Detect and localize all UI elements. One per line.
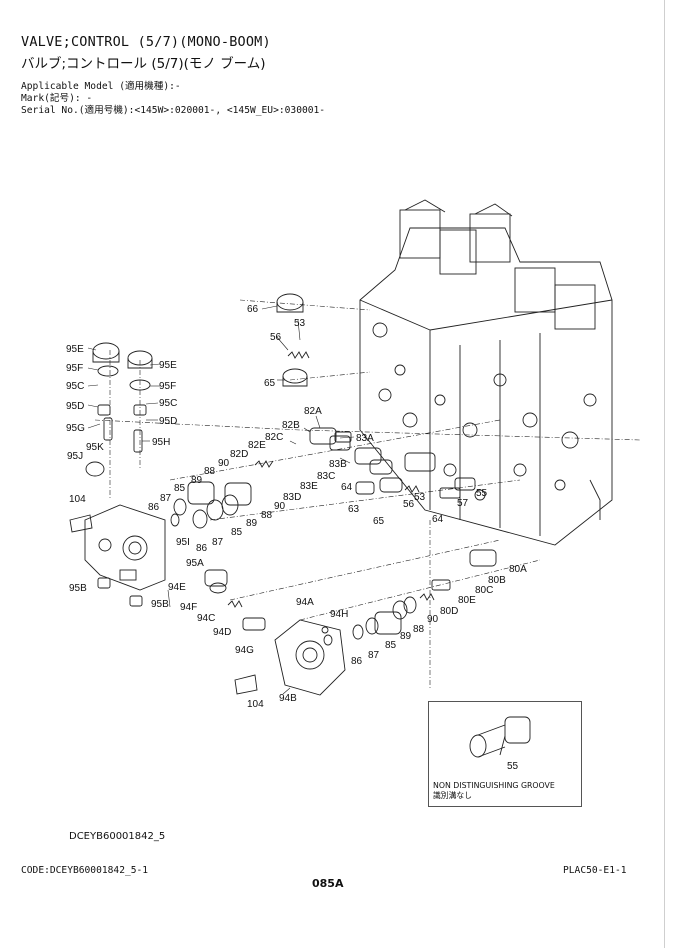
callout-95K: 95K bbox=[86, 442, 104, 453]
callout-80E: 80E bbox=[458, 595, 476, 606]
callout-104: 104 bbox=[69, 494, 86, 505]
applicable-model: Applicable Model (適用機種):- bbox=[21, 81, 181, 92]
callout-56: 56 bbox=[403, 499, 415, 510]
inset-caption-ja: 識別溝なし bbox=[433, 791, 472, 800]
page-title-japanese: バルブ;コントロール (5/7)(モノ ブーム) bbox=[21, 56, 266, 72]
inset-caption-en: NON DISTINGUISHING GROOVE bbox=[433, 781, 555, 790]
callout-83D: 83D bbox=[283, 492, 301, 503]
callout-82A: 82A bbox=[304, 406, 322, 417]
page-title: VALVE;CONTROL (5/7)(MONO-BOOM) bbox=[21, 34, 271, 50]
callout-95A: 95A bbox=[186, 558, 204, 569]
callout-87: 87 bbox=[212, 537, 224, 548]
inset-detail-box: NON DISTINGUISHING GROOVE 識別溝なし bbox=[428, 701, 582, 807]
callout-85: 85 bbox=[174, 483, 186, 494]
callout-104: 104 bbox=[247, 699, 264, 710]
callout-94H: 94H bbox=[330, 609, 348, 620]
callout-94D: 94D bbox=[213, 627, 231, 638]
cover-94A bbox=[234, 619, 346, 696]
callout-95E: 95E bbox=[66, 344, 84, 355]
callout-80D: 80D bbox=[440, 606, 458, 617]
callout-80B: 80B bbox=[488, 575, 506, 586]
callout-86: 86 bbox=[196, 543, 208, 554]
callout-94F: 94F bbox=[180, 602, 197, 613]
callout-82D: 82D bbox=[230, 449, 248, 460]
callout-94C: 94C bbox=[197, 613, 215, 624]
callout-83A: 83A bbox=[356, 433, 374, 444]
callout-80A: 80A bbox=[509, 564, 527, 575]
callout-89: 89 bbox=[400, 631, 412, 642]
inset-callout-55: 55 bbox=[507, 761, 519, 772]
callout-88: 88 bbox=[261, 510, 273, 521]
callout-87: 87 bbox=[160, 493, 172, 504]
callout-95J: 95J bbox=[67, 451, 83, 462]
callout-87: 87 bbox=[368, 650, 380, 661]
callout-55: 55 bbox=[476, 488, 488, 499]
callout-82E: 82E bbox=[248, 440, 266, 451]
callout-95D: 95D bbox=[159, 416, 177, 427]
callout-85: 85 bbox=[385, 640, 397, 651]
callout-95H: 95H bbox=[152, 437, 170, 448]
callout-95I: 95I bbox=[176, 537, 190, 548]
callout-65: 65 bbox=[264, 378, 276, 389]
page-number: 085A bbox=[312, 877, 344, 890]
callout-83C: 83C bbox=[317, 471, 335, 482]
callout-64: 64 bbox=[432, 514, 444, 525]
callout-94E: 94E bbox=[168, 582, 186, 593]
callout-65: 65 bbox=[373, 516, 385, 527]
callout-94B: 94B bbox=[279, 693, 297, 704]
drawing-code: DCEYB60001842_5 bbox=[69, 831, 166, 842]
catalog-reference: PLAC50-E1-1 bbox=[563, 865, 627, 876]
control-valve-block bbox=[359, 199, 613, 546]
callout-83B: 83B bbox=[329, 459, 347, 470]
callout-89: 89 bbox=[246, 518, 258, 529]
callout-56: 56 bbox=[270, 332, 282, 343]
serial-number: Serial No.(適用号機):<145W>:020001-, <145W_E… bbox=[21, 105, 326, 116]
callout-95G: 95G bbox=[66, 423, 85, 434]
callout-66: 66 bbox=[247, 304, 259, 315]
callout-86: 86 bbox=[148, 502, 160, 513]
callout-95B: 95B bbox=[151, 599, 169, 610]
callout-95F: 95F bbox=[66, 363, 83, 374]
callout-88: 88 bbox=[204, 466, 216, 477]
mark: Mark(記号): - bbox=[21, 93, 93, 104]
callout-95F: 95F bbox=[159, 381, 176, 392]
callout-88: 88 bbox=[413, 624, 425, 635]
callout-94A: 94A bbox=[296, 597, 314, 608]
callout-63: 63 bbox=[348, 504, 360, 515]
callout-94G: 94G bbox=[235, 645, 254, 656]
callout-95E: 95E bbox=[159, 360, 177, 371]
callout-95B: 95B bbox=[69, 583, 87, 594]
callout-80C: 80C bbox=[475, 585, 493, 596]
inset-part-55-drawing bbox=[469, 716, 531, 758]
callout-95D: 95D bbox=[66, 401, 84, 412]
footer-code: CODE:DCEYB60001842_5-1 bbox=[21, 865, 149, 876]
cover-95A bbox=[69, 504, 166, 591]
callout-85: 85 bbox=[231, 527, 243, 538]
callout-82B: 82B bbox=[282, 420, 300, 431]
inset-caption: NON DISTINGUISHING GROOVE 識別溝なし bbox=[433, 781, 555, 801]
callout-90: 90 bbox=[218, 458, 230, 469]
callout-90: 90 bbox=[427, 614, 439, 625]
callout-53: 53 bbox=[414, 492, 426, 503]
callout-82C: 82C bbox=[265, 432, 283, 443]
callout-95C: 95C bbox=[159, 398, 177, 409]
callout-83E: 83E bbox=[300, 481, 318, 492]
callout-64: 64 bbox=[341, 482, 353, 493]
page-edge-line bbox=[664, 0, 665, 948]
callout-90: 90 bbox=[274, 501, 286, 512]
callout-95C: 95C bbox=[66, 381, 84, 392]
callout-86: 86 bbox=[351, 656, 363, 667]
callout-57: 57 bbox=[457, 498, 469, 509]
callout-53: 53 bbox=[294, 318, 306, 329]
callout-89: 89 bbox=[191, 475, 203, 486]
